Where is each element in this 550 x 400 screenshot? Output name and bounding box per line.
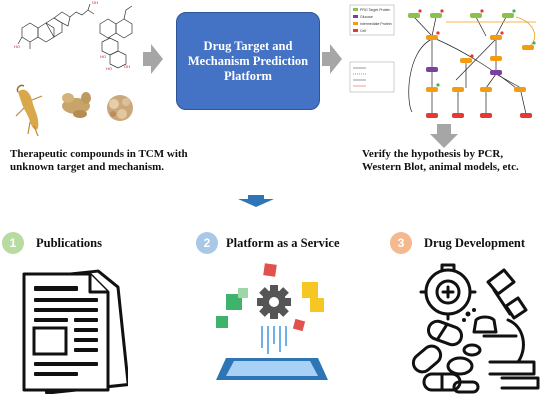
ginseng-root-image	[15, 84, 43, 137]
molecule-structure-2	[99, 5, 133, 69]
cloud-platform-icon	[212, 262, 332, 395]
step-title-publications: Publications	[36, 236, 102, 250]
step-title-platform-service: Platform as a Service	[226, 236, 340, 250]
svg-text:OH: OH	[92, 0, 98, 5]
legend-item: Intermediate Protein	[360, 22, 392, 26]
arrow-right-icon	[322, 44, 342, 79]
arrow-down-icon	[430, 124, 458, 153]
legend-item: PRO Target Protein	[360, 8, 390, 12]
signaling-pathway-diagram: PRO Target Protein Glucose Intermediate …	[346, 2, 546, 128]
step-title-drug-development: Drug Development	[424, 236, 526, 250]
svg-text:HO: HO	[100, 54, 106, 59]
step-number-badge: 1	[2, 232, 24, 254]
platform-box: Drug Target and Mechanism Prediction Pla…	[176, 12, 320, 110]
arrow-down-icon	[238, 194, 274, 212]
svg-text:HO: HO	[106, 66, 112, 71]
step-number-badge: 2	[196, 232, 218, 254]
molecule-structure-1	[17, 3, 95, 49]
left-caption: Therapeutic compounds in TCM with unknow…	[10, 148, 188, 173]
pathway-legend: PRO Target Protein Glucose Intermediate …	[349, 4, 395, 36]
tcm-compounds-figure: HO OH HO OH HO	[10, 0, 140, 140]
svg-text:HO: HO	[14, 44, 20, 49]
sliced-herb-image	[107, 95, 133, 121]
gear-icon	[257, 285, 291, 319]
microscope-drug-icon	[410, 262, 544, 399]
legend-item: Glucose	[360, 15, 373, 19]
right-caption: Verify the hypothesis by PCR, Western Bl…	[362, 148, 519, 173]
platform-label: Drug Target and Mechanism Prediction Pla…	[187, 38, 309, 83]
arrow-right-icon	[143, 44, 163, 79]
step-number-badge: 3	[390, 232, 412, 254]
publications-icon	[18, 262, 130, 399]
svg-text:OH: OH	[124, 64, 130, 69]
legend-item: Cell	[360, 29, 366, 33]
ginger-image	[62, 92, 91, 118]
